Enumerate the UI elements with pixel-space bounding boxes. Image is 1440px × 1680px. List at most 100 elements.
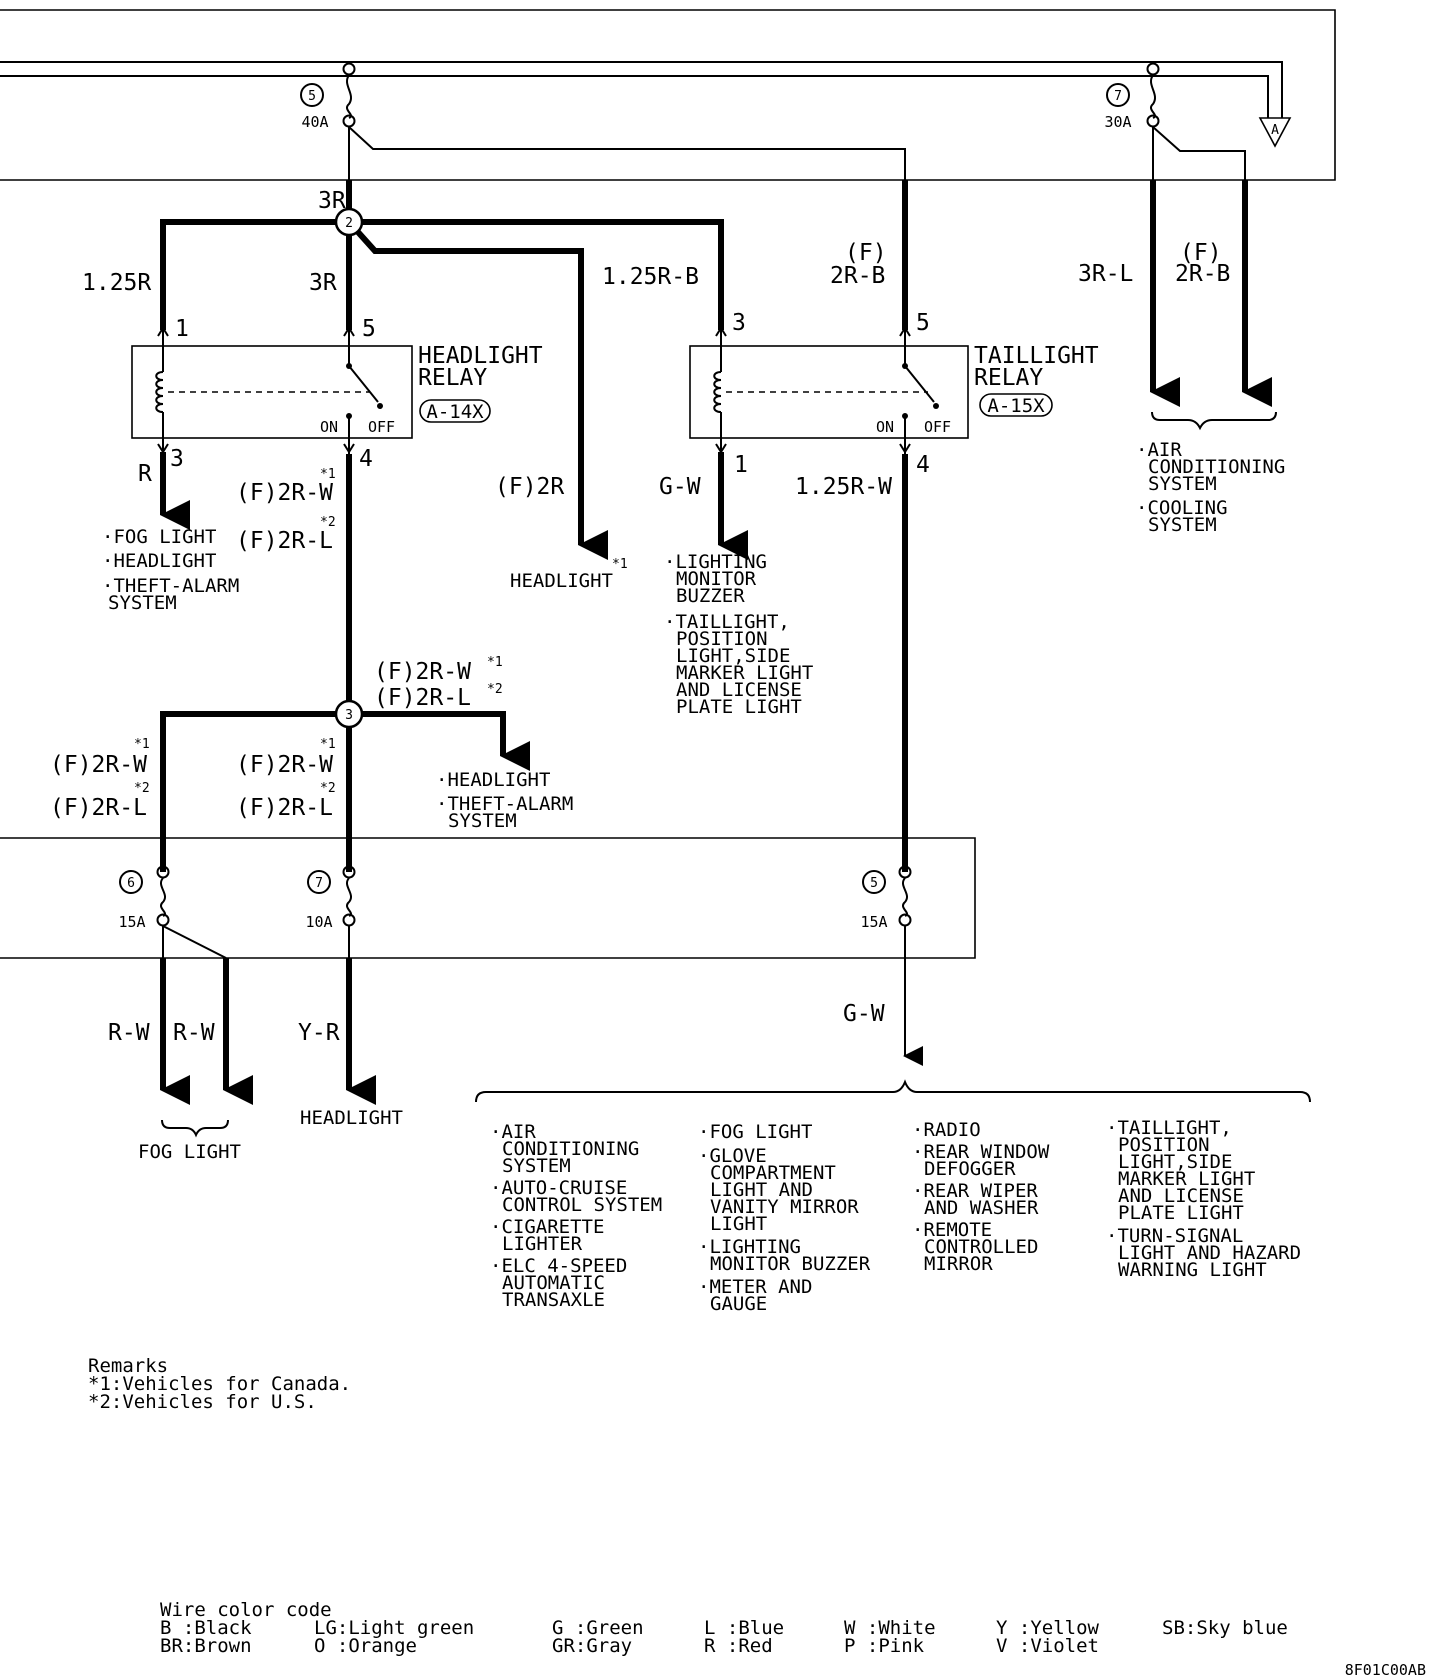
remarks-title: Remarks [88,1355,168,1377]
dest-line: GAUGE [710,1293,767,1315]
dest-line: MONITOR [676,568,757,590]
color-code-item: SB:Sky blue [1162,1617,1288,1639]
wire-label: 3R [309,270,337,296]
color-code-item: G :Green [552,1617,644,1639]
bus-line [0,61,1283,118]
dest-col4: ·TAILLIGHT, POSITION LIGHT,SIDE MARKER L… [1106,1117,1301,1281]
dest-line: AUTOMATIC [502,1272,605,1294]
fuse-rating: 10A [305,913,332,931]
fuse-number: 7 [315,876,323,891]
dest-line: TRANSAXLE [502,1289,605,1311]
dest-line: ·TAILLIGHT, [1106,1117,1232,1139]
color-code-item: V :Violet [996,1635,1099,1657]
wire-label: (F)2R-L [236,795,333,821]
wire-labels: 3R 1.25R 3R 1.25R-B (F) 2R-B 3R-L (F) 2R… [50,188,1230,1046]
dest-line: ·ELC 4-SPEED [490,1255,627,1277]
footnote-mark: *2 [320,781,336,796]
wire-label: R-W [108,1020,150,1046]
wire-label: (F)2R [495,474,564,500]
connector-a: A [1258,117,1292,148]
dest-line: ·REMOTE [912,1219,992,1241]
dest-line: SYSTEM [502,1155,571,1177]
dest-fog-light: FOG LIGHT [138,1141,241,1163]
dest-line: ·HEADLIGHT [436,769,550,791]
dest-line: DEFOGGER [924,1158,1016,1180]
wire-1-25r-b [349,219,724,330]
dest-line: VANITY MIRROR [710,1196,859,1218]
footnote-marks: *1 *2 *1 *1 *2 *1 *2 *1 *2 [134,467,628,796]
dest-line: LIGHTER [502,1233,583,1255]
footnote-mark: *1 [320,737,336,752]
color-code-item: L :Blue [704,1617,784,1639]
dest-line: ·HEADLIGHT [102,550,216,572]
relay-code: A-15X [987,395,1045,417]
fuse-6-bot: 6 15A [118,865,170,931]
fuse-7-top: 7 30A [1104,62,1160,131]
wire-label: 1.25R-B [602,264,699,290]
dest-line: ·CIGARETTE [490,1216,604,1238]
wire-1-25r [160,219,349,330]
wire-label: 3R-L [1078,261,1133,287]
wire-label: Y-R [298,1020,340,1046]
fuse-box [0,837,976,959]
dest-line: SYSTEM [108,592,177,614]
headlight-relay: HEADLIGHT RELAY A-14X ON OFF 1 5 3 4 [131,316,543,472]
junction-label: 2 [345,216,353,231]
footnote-mark: *1 [487,655,503,670]
remarks-line: *2:Vehicles for U.S. [88,1391,317,1413]
dest-line: LIGHT AND HAZARD [1118,1242,1301,1264]
taillight-relay: TAILLIGHT RELAY A-15X ON OFF 3 5 1 4 [689,310,1099,478]
footnote-mark: *2 [134,781,150,796]
dest-line: ·COOLING [1136,497,1228,519]
dest-line: ·TAILLIGHT, [664,611,790,633]
dest-line: PLATE LIGHT [676,696,802,718]
footnote-mark: *1 [134,737,150,752]
wire-label: (F)2R-L [50,795,147,821]
wire-label: G-W [843,1001,885,1027]
fuse-rating: 30A [1104,113,1131,131]
dest-line: POSITION [676,628,768,650]
dest-line: ·METER AND [698,1276,812,1298]
relay-off-label: OFF [924,418,951,436]
fuse-number: 6 [127,876,135,891]
fuse-5-bot: 5 15A [860,865,912,931]
dest-line: CONTROLLED [924,1236,1038,1258]
wire-label: (F)2R-L [236,528,333,554]
relay-name: TAILLIGHT [974,343,1099,369]
dest-j3: ·HEADLIGHT ·THEFT-ALARM SYSTEM [436,769,573,832]
fuse-number: 5 [870,876,878,891]
color-code-item: Y :Yellow [996,1617,1100,1639]
color-code-item: B :Black [160,1617,252,1639]
dest-line: AND WASHER [924,1197,1039,1219]
dest-line: ·LIGHTING [664,551,767,573]
footnote-mark: *2 [320,515,336,530]
wire-thin [348,126,906,180]
dest-line: ·AUTO-CRUISE [490,1177,627,1199]
dest-line: LIGHT,SIDE [1118,1151,1232,1173]
wire-color-code: Wire color code B :Black BR:Brown LG:Lig… [160,1599,1288,1657]
dest-col2: ·FOG LIGHT ·GLOVE COMPARTMENT LIGHT AND … [698,1121,871,1315]
relay-pin: 5 [362,316,376,342]
relay-on-label: ON [876,418,894,436]
footnote-mark: *1 [612,557,628,572]
color-code-item: BR:Brown [160,1635,252,1657]
color-code-item: LG:Light green [314,1617,474,1639]
dest-line: ·GLOVE [698,1145,767,1167]
wire-label: (F) [845,240,887,266]
wire-label: (F)2R-W [50,752,147,778]
remarks: Remarks *1:Vehicles for Canada. *2:Vehic… [88,1355,351,1413]
relay-pin: 3 [170,446,184,472]
dest-line: CONTROL SYSTEM [502,1194,662,1216]
relay-name: RELAY [418,365,487,391]
wire-label: (F)2R-W [236,480,333,506]
fuse-7-bot: 7 10A [305,865,356,931]
dest-line: WARNING LIGHT [1118,1259,1267,1281]
group-brace [1151,411,1277,431]
relay-code: A-14X [426,401,484,423]
dest-line: BUZZER [676,585,745,607]
dest-lighting: ·LIGHTING MONITOR BUZZER ·TAILLIGHT, POS… [664,551,813,718]
wire-label: R [138,461,152,487]
relay-name: RELAY [974,365,1043,391]
dest-line: CONDITIONING [1148,456,1285,478]
relay-off-label: OFF [368,418,395,436]
